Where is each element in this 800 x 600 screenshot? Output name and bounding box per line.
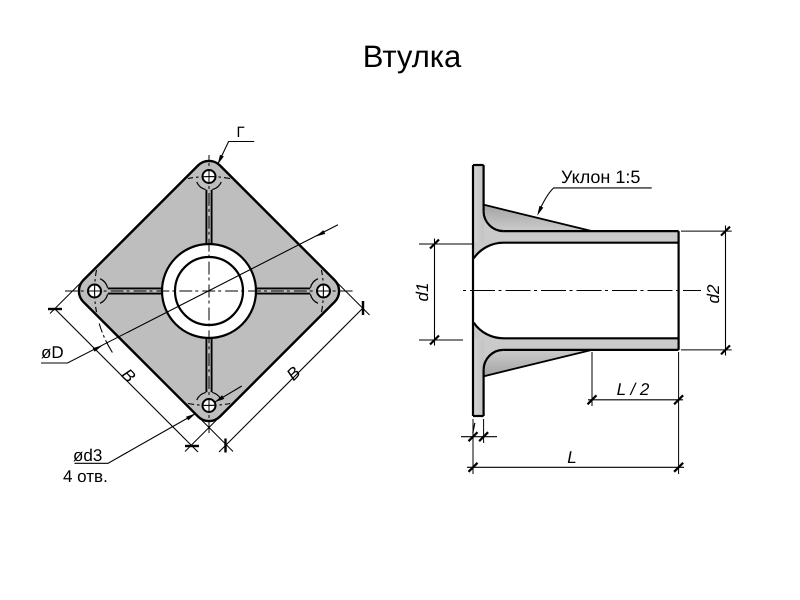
svg-text:d1: d1 xyxy=(413,283,432,302)
svg-text:Уклон 1:5: Уклон 1:5 xyxy=(561,167,640,187)
svg-text:d2: d2 xyxy=(704,284,723,303)
svg-text:ød3: ød3 xyxy=(73,446,102,465)
svg-text:4 отв.: 4 отв. xyxy=(63,467,108,486)
svg-text:Втулка: Втулка xyxy=(363,39,462,74)
svg-text:Г: Г xyxy=(237,124,245,141)
svg-text:L / 2: L / 2 xyxy=(617,380,650,399)
svg-text:l: l xyxy=(472,420,476,436)
svg-text:L: L xyxy=(567,448,576,467)
svg-text:øD: øD xyxy=(41,343,64,362)
